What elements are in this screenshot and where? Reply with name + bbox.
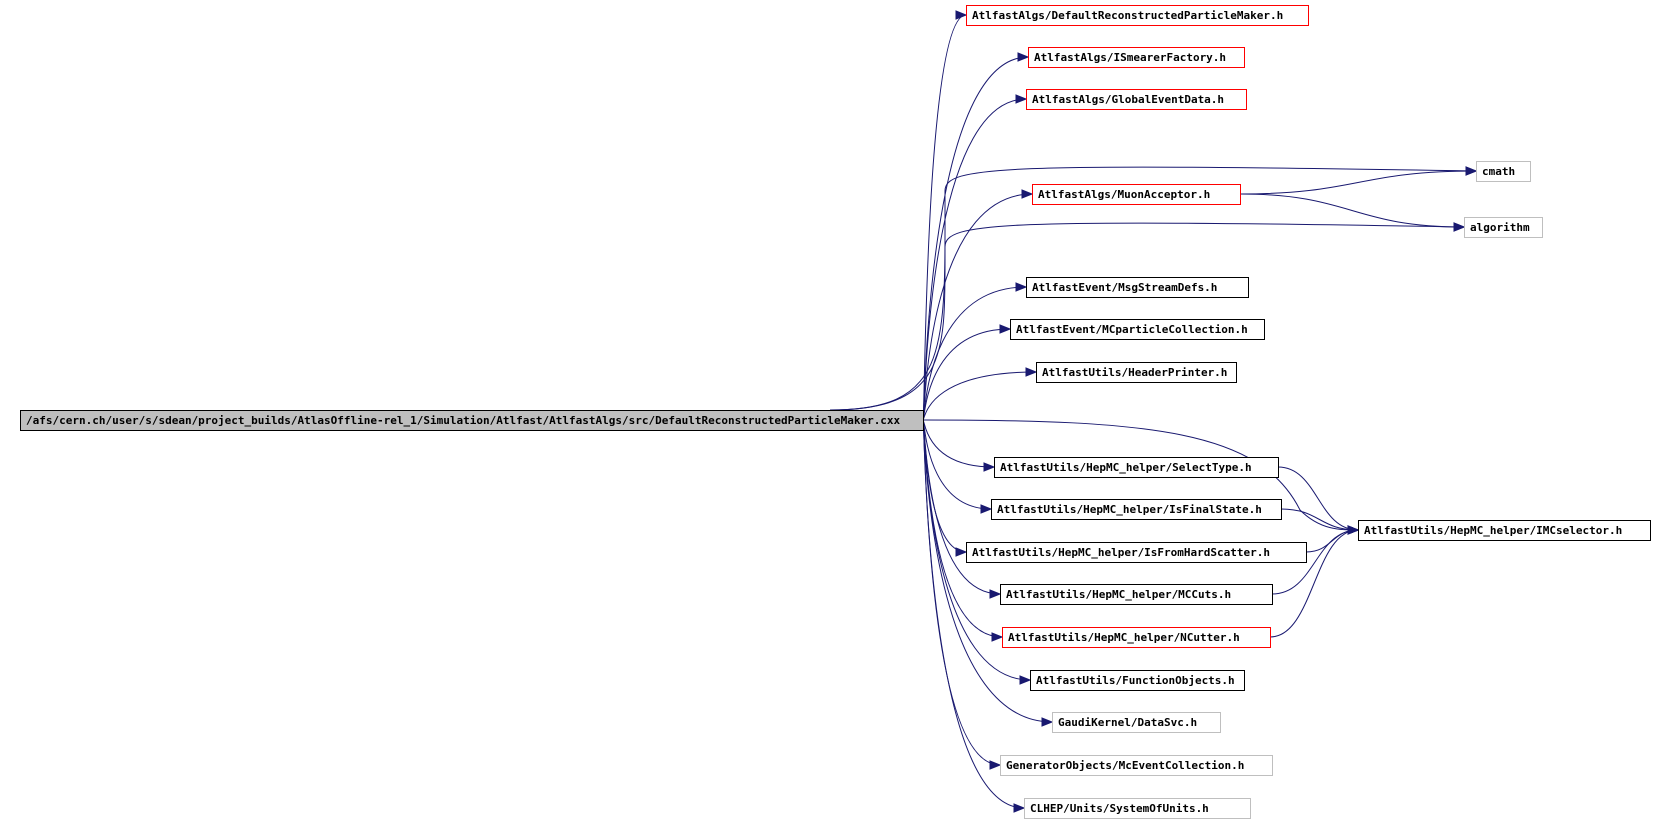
node-atlfastevent-mcparticlecollection-h[interactable]: AtlfastEvent/MCparticleCollection.h	[1010, 319, 1265, 340]
node-box	[1052, 712, 1221, 733]
edge-defaultreconstructedparticlemaker-cxx-to-ncutter-h	[922, 419, 1003, 638]
node-label: AtlfastUtils/HepMC_helper/IsFinalState.h	[997, 503, 1262, 516]
edge-selecttype-h-to-imcselector-h	[1277, 466, 1359, 531]
arrowhead	[989, 760, 1002, 770]
node-box	[1358, 520, 1651, 541]
node-afs-cern-ch-user-s-sdean-project-builds-atlasoffline-rel-1-simulation-atlfast-atlfastalgs-src-defaultreconstructedparticlemaker-cxx[interactable]: /afs/cern.ch/user/s/sdean/project_builds…	[20, 410, 924, 431]
node-label: AtlfastAlgs/ISmearerFactory.h	[1034, 51, 1226, 64]
node-label: cmath	[1482, 165, 1515, 178]
arrowhead	[1347, 525, 1360, 535]
node-box	[1024, 798, 1251, 819]
node-atlfastalgs-ismearerfactory-h[interactable]: AtlfastAlgs/ISmearerFactory.h	[1028, 47, 1245, 68]
node-label: AtlfastUtils/HepMC_helper/SelectType.h	[1000, 461, 1252, 474]
node-atlfastutils-hepmc-helper-isfinalstate-h[interactable]: AtlfastUtils/HepMC_helper/IsFinalState.h	[991, 499, 1282, 520]
node-atlfastutils-hepmc-helper-isfromhardscatter-h[interactable]: AtlfastUtils/HepMC_helper/IsFromHardScat…	[966, 542, 1307, 563]
node-atlfastutils-hepmc-helper-ncutter-h[interactable]: AtlfastUtils/HepMC_helper/NCutter.h	[1002, 627, 1271, 648]
node-box	[966, 5, 1309, 26]
node-box	[1010, 319, 1265, 340]
node-atlfastutils-hepmc-helper-mccuts-h[interactable]: AtlfastUtils/HepMC_helper/MCCuts.h	[1000, 584, 1273, 605]
arrowhead	[1015, 282, 1028, 292]
node-label: /afs/cern.ch/user/s/sdean/project_builds…	[26, 414, 901, 427]
arrowhead	[955, 10, 968, 20]
arrowhead	[1017, 52, 1030, 62]
node-atlfastalgs-muonacceptor-h[interactable]: AtlfastAlgs/MuonAcceptor.h	[1032, 184, 1241, 205]
node-label: AtlfastEvent/MCparticleCollection.h	[1016, 323, 1248, 336]
node-atlfastalgs-defaultreconstructedparticlemaker-h[interactable]: AtlfastAlgs/DefaultReconstructedParticle…	[966, 5, 1309, 26]
node-box	[1026, 89, 1247, 110]
node-label: AtlfastUtils/FunctionObjects.h	[1036, 674, 1235, 687]
edge-defaultreconstructedparticlemaker-cxx-to-cmath	[829, 166, 1477, 411]
nodes-layer: /afs/cern.ch/user/s/sdean/project_builds…	[20, 5, 1651, 819]
node-label: AtlfastUtils/HepMC_helper/NCutter.h	[1008, 631, 1240, 644]
arrowhead	[1019, 675, 1032, 685]
node-label: AtlfastUtils/HeaderPrinter.h	[1042, 366, 1227, 379]
node-label: CLHEP/Units/SystemOfUnits.h	[1030, 802, 1209, 815]
arrowhead	[1041, 717, 1054, 727]
node-label: GaudiKernel/DataSvc.h	[1058, 716, 1197, 729]
node-clhep-units-systemofunits-h: CLHEP/Units/SystemOfUnits.h	[1024, 798, 1251, 819]
node-cmath: cmath	[1476, 161, 1531, 182]
node-box	[1032, 184, 1241, 205]
node-atlfastutils-functionobjects-h[interactable]: AtlfastUtils/FunctionObjects.h	[1030, 670, 1245, 691]
node-label: algorithm	[1470, 221, 1530, 234]
node-box	[1000, 584, 1273, 605]
node-box	[1002, 627, 1271, 648]
arrowhead	[1015, 94, 1028, 104]
arrowhead	[983, 462, 996, 472]
node-box	[1000, 755, 1273, 776]
arrowhead	[989, 589, 1002, 599]
edge-defaultreconstructedparticlemaker-cxx-to-ismearerfactory-h	[922, 56, 1029, 421]
node-label: AtlfastAlgs/GlobalEventData.h	[1032, 93, 1224, 106]
node-generatorobjects-mceventcollection-h: GeneratorObjects/McEventCollection.h	[1000, 755, 1273, 776]
node-box	[1026, 277, 1249, 298]
arrowhead	[1465, 166, 1478, 176]
node-box	[1036, 362, 1237, 383]
edge-ncutter-h-to-imcselector-h	[1269, 529, 1359, 638]
edge-defaultreconstructedparticlemaker-cxx-to-selecttype-h	[922, 419, 995, 468]
node-label: AtlfastUtils/HepMC_helper/IsFromHardScat…	[972, 546, 1270, 559]
node-atlfastutils-hepmc-helper-selecttype-h[interactable]: AtlfastUtils/HepMC_helper/SelectType.h	[994, 457, 1279, 478]
edge-muonacceptor-h-to-cmath	[1239, 170, 1477, 195]
edges-layer	[829, 10, 1478, 813]
node-label: AtlfastUtils/HepMC_helper/IMCselector.h	[1364, 524, 1622, 537]
node-label: GeneratorObjects/McEventCollection.h	[1006, 759, 1244, 772]
node-box	[966, 542, 1307, 563]
node-box	[1028, 47, 1245, 68]
arrowhead	[955, 547, 968, 557]
edge-muonacceptor-h-to-algorithm	[1239, 193, 1465, 228]
node-box	[1464, 217, 1543, 238]
arrowhead	[1453, 222, 1466, 232]
edge-defaultreconstructedparticlemaker-cxx-to-globaleventdata-h	[922, 98, 1027, 421]
edge-defaultreconstructedparticlemaker-cxx-to-headerprinter-h	[922, 371, 1037, 421]
arrowhead	[999, 324, 1012, 334]
arrowhead	[1013, 803, 1026, 813]
node-box	[994, 457, 1279, 478]
node-atlfastutils-headerprinter-h[interactable]: AtlfastUtils/HeaderPrinter.h	[1036, 362, 1237, 383]
arrowhead	[991, 632, 1004, 642]
node-atlfastevent-msgstreamdefs-h[interactable]: AtlfastEvent/MsgStreamDefs.h	[1026, 277, 1249, 298]
edge-defaultreconstructedparticlemaker-cxx-to-mccuts-h	[922, 419, 1001, 595]
node-label: AtlfastAlgs/MuonAcceptor.h	[1038, 188, 1210, 201]
arrowhead	[1021, 189, 1034, 199]
node-gaudikernel-datasvc-h: GaudiKernel/DataSvc.h	[1052, 712, 1221, 733]
node-box	[20, 410, 924, 431]
node-box	[1476, 161, 1531, 182]
node-box	[991, 499, 1282, 520]
edge-defaultreconstructedparticlemaker-cxx-to-algorithm	[829, 222, 1465, 411]
edge-mccuts-h-to-imcselector-h	[1271, 529, 1359, 595]
arrowhead	[980, 504, 993, 514]
node-label: AtlfastAlgs/DefaultReconstructedParticle…	[972, 9, 1283, 22]
node-atlfastalgs-globaleventdata-h[interactable]: AtlfastAlgs/GlobalEventData.h	[1026, 89, 1247, 110]
node-atlfastutils-hepmc-helper-imcselector-h[interactable]: AtlfastUtils/HepMC_helper/IMCselector.h	[1358, 520, 1651, 541]
edge-isfinalstate-h-to-imcselector-h	[1280, 508, 1359, 531]
node-algorithm: algorithm	[1464, 217, 1543, 238]
node-label: AtlfastUtils/HepMC_helper/MCCuts.h	[1006, 588, 1231, 601]
arrowhead	[1025, 367, 1038, 377]
edge-defaultreconstructedparticlemaker-cxx-to-isfinalstate-h	[922, 419, 992, 510]
edge-defaultreconstructedparticlemaker-cxx-to-systemofunits-h	[922, 419, 1025, 809]
node-label: AtlfastEvent/MsgStreamDefs.h	[1032, 281, 1217, 294]
node-box	[1030, 670, 1245, 691]
